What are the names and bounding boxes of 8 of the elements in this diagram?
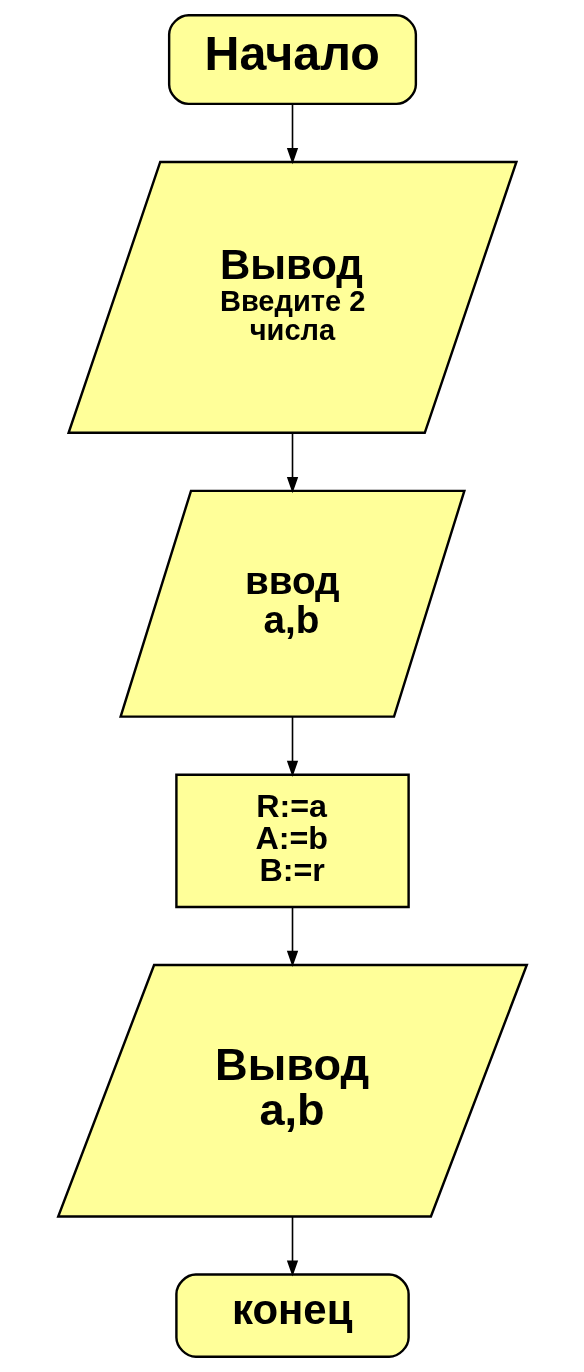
node-box: R:=a A:=b B:=r bbox=[174, 773, 410, 909]
arrow bbox=[286, 716, 298, 777]
node-box: конец bbox=[174, 1273, 410, 1358]
arrow bbox=[286, 103, 298, 165]
node-box: Начало bbox=[167, 14, 417, 106]
arrow bbox=[286, 1216, 298, 1277]
arrow bbox=[286, 432, 298, 494]
arrow bbox=[286, 906, 298, 967]
